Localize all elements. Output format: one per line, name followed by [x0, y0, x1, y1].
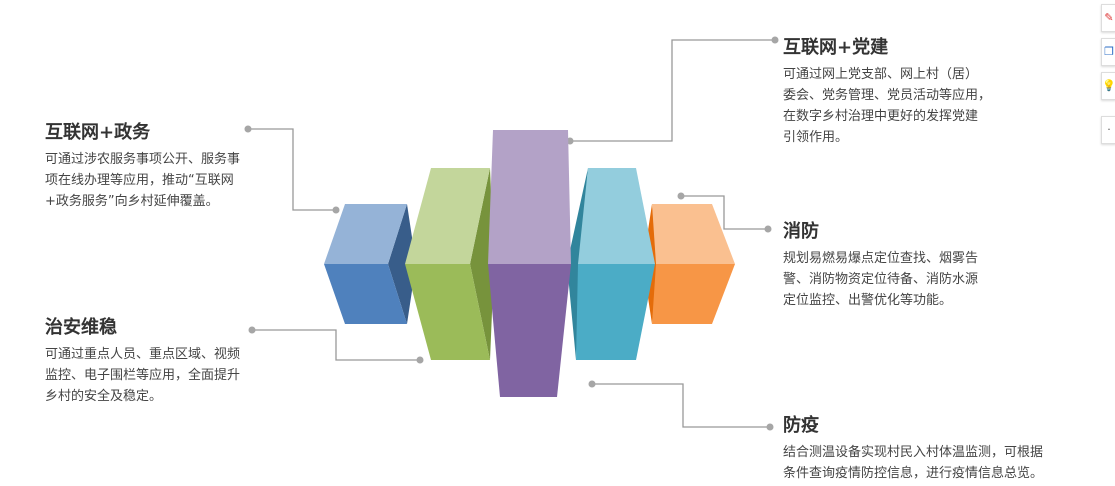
connector-zhian	[252, 329, 420, 361]
item-fangyi: 防疫 结合测温设备实现村民入村体温监测，可根据 条件查询疫情防控信息，进行疫情信…	[783, 414, 1083, 484]
item-title: 消防	[783, 221, 819, 242]
block-blue	[324, 204, 416, 324]
desc-line: 定位监控、出警优化等功能。	[783, 293, 953, 308]
desc-line: 结合测温设备实现村民入村体温监测，可根据	[783, 445, 1044, 460]
desc-line: 乡村的安全及稳定。	[45, 389, 163, 404]
connector-dots	[244, 36, 779, 431]
item-xiaofang: 消防 规划易燃易爆点定位查找、烟雾告 警、消防物资定位待备、消防水源 定位监控、…	[783, 220, 1083, 311]
desc-line: 可通过涉农服务事项公开、服务事	[45, 152, 241, 167]
more-icon[interactable]: ·	[1101, 116, 1115, 144]
item-zhengwu: 互联网+政务 可通过涉农服务事项公开、服务事 项在线办理等应用，推动“互联网 +…	[45, 121, 345, 212]
pen-icon[interactable]: ✎	[1101, 4, 1115, 32]
desc-line: 委会、党务管理、党员活动等应用，	[783, 88, 992, 103]
item-title: 治安维稳	[45, 317, 117, 338]
connector-zhengwu	[248, 128, 336, 211]
desc-line: 警、消防物资定位待备、消防水源	[783, 272, 979, 287]
block-purple	[488, 130, 571, 397]
connector-dangjian	[570, 39, 775, 142]
desc-line: 可通过重点人员、重点区域、视频	[45, 347, 241, 362]
item-description: 可通过涉农服务事项公开、服务事 项在线办理等应用，推动“互联网 +政务服务”向乡…	[45, 149, 345, 212]
desc-line: 监控、电子围栏等应用，全面提升	[45, 368, 241, 383]
desc-line: 引领作用。	[783, 130, 849, 145]
desc-line: 可通过网上党支部、网上村（居）	[783, 67, 979, 82]
item-description: 可通过网上党支部、网上村（居） 委会、党务管理、党员活动等应用， 在数字乡村治理…	[783, 64, 1083, 148]
item-description: 可通过重点人员、重点区域、视频 监控、电子围栏等应用，全面提升 乡村的安全及稳定…	[45, 344, 345, 407]
desc-line: 项在线办理等应用，推动“互联网	[45, 173, 234, 188]
block-orange	[643, 204, 735, 324]
item-title: 防疫	[783, 415, 819, 436]
item-description: 规划易燃易爆点定位查找、烟雾告 警、消防物资定位待备、消防水源 定位监控、出警优…	[783, 248, 1083, 311]
connector-fangyi	[592, 383, 770, 428]
desc-line: 规划易燃易爆点定位查找、烟雾告	[783, 251, 979, 266]
connector-xiaofang	[681, 195, 768, 230]
desc-line: +政务服务”向乡村延伸覆盖。	[45, 194, 219, 209]
lightbulb-icon[interactable]: 💡	[1101, 72, 1115, 100]
copy-icon[interactable]: ❐	[1101, 38, 1115, 66]
block-teal	[567, 168, 655, 360]
item-description: 结合测温设备实现村民入村体温监测，可根据 条件查询疫情防控信息，进行疫情信息总览…	[783, 442, 1083, 484]
desc-line: 在数字乡村治理中更好的发挥党建	[783, 109, 979, 124]
desc-line: 条件查询疫情防控信息，进行疫情信息总览。	[783, 466, 1044, 481]
block-green	[405, 168, 494, 360]
item-zhian: 治安维稳 可通过重点人员、重点区域、视频 监控、电子围栏等应用，全面提升 乡村的…	[45, 316, 345, 407]
item-title: 互联网+政务	[45, 122, 151, 143]
item-dangjian: 互联网+党建 可通过网上党支部、网上村（居） 委会、党务管理、党员活动等应用， …	[783, 36, 1083, 148]
item-title: 互联网+党建	[783, 37, 889, 58]
